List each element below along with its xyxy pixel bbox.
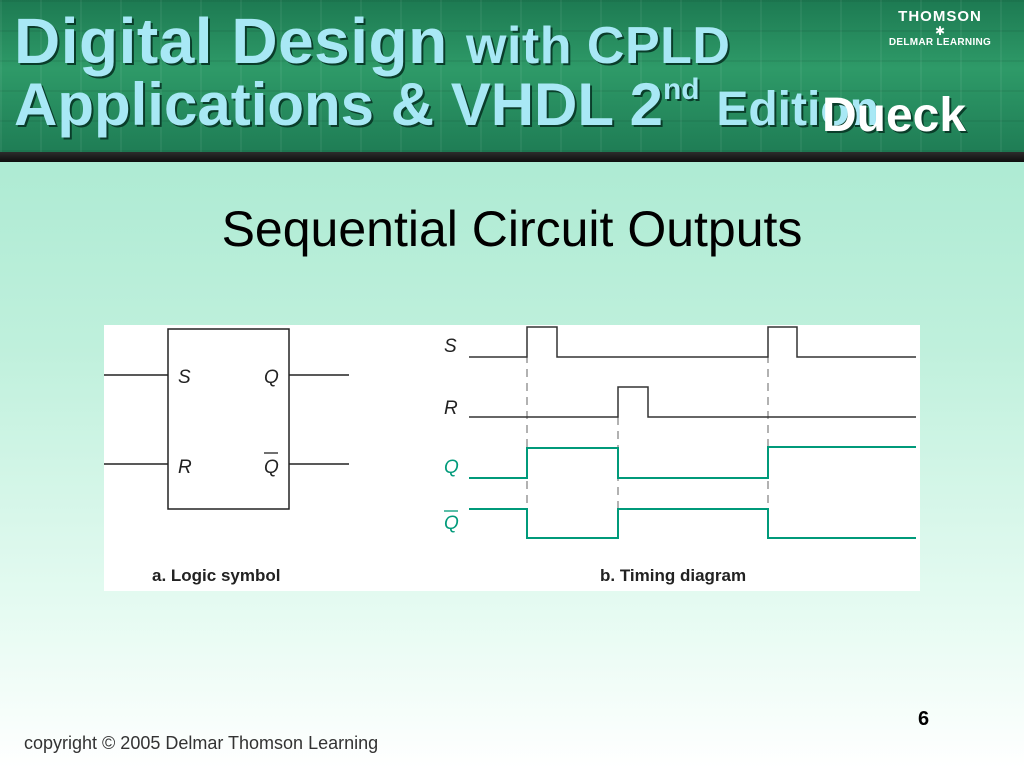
timing-q-label: Q bbox=[444, 457, 459, 478]
output-qbar-label: Q bbox=[264, 457, 279, 478]
timing-s-label: S bbox=[444, 336, 457, 357]
figure-panel: S R Q Q a. Logic symbol S R Q Q bbox=[104, 325, 920, 591]
input-s-label: S bbox=[178, 367, 191, 388]
publisher-name: THOMSON bbox=[898, 8, 982, 25]
timing-r-label: R bbox=[444, 398, 458, 419]
input-r-label: R bbox=[178, 457, 192, 478]
timing-qbar-label: Q bbox=[444, 513, 459, 534]
edition-superscript: nd bbox=[662, 73, 700, 106]
latch-body bbox=[167, 328, 290, 510]
publisher-logo: THOMSON ✱ DELMAR LEARNING bbox=[872, 8, 1008, 60]
page-number: 6 bbox=[918, 708, 930, 730]
publisher-subname: DELMAR LEARNING bbox=[888, 37, 992, 48]
copyright-notice: copyright © 2005 Delmar Thomson Learning bbox=[24, 733, 379, 753]
timing-diagram: S R Q Q b. Timing diagram bbox=[444, 326, 916, 585]
waveform-q bbox=[469, 446, 916, 479]
edition-label: Edition bbox=[716, 83, 879, 136]
banner-divider bbox=[0, 152, 1024, 162]
waveform-r bbox=[469, 386, 916, 418]
book-title-line2: Applications & VHDL 2nd Edition bbox=[14, 70, 879, 139]
author-name: Dueck bbox=[822, 89, 967, 142]
book-title-with: with CPLD bbox=[466, 17, 731, 75]
logic-symbol-caption: a. Logic symbol bbox=[152, 566, 280, 585]
output-q-label: Q bbox=[264, 367, 279, 388]
logic-symbol: S R Q Q a. Logic symbol bbox=[104, 328, 349, 585]
sr-latch-figure: S R Q Q a. Logic symbol S R Q Q bbox=[104, 326, 916, 585]
book-title-applications: Applications & VHDL 2 bbox=[14, 71, 663, 138]
book-title-line1: Digital Design with CPLD bbox=[14, 4, 730, 78]
waveform-s bbox=[469, 326, 916, 358]
title-banner: Digital Design with CPLD Applications & … bbox=[0, 0, 1024, 152]
slide-title: Sequential Circuit Outputs bbox=[221, 201, 803, 257]
timing-diagram-caption: b. Timing diagram bbox=[600, 566, 746, 585]
waveform-qbar bbox=[469, 508, 916, 539]
book-title-main: Digital Design bbox=[14, 5, 448, 77]
publisher-star-icon: ✱ bbox=[934, 24, 946, 38]
